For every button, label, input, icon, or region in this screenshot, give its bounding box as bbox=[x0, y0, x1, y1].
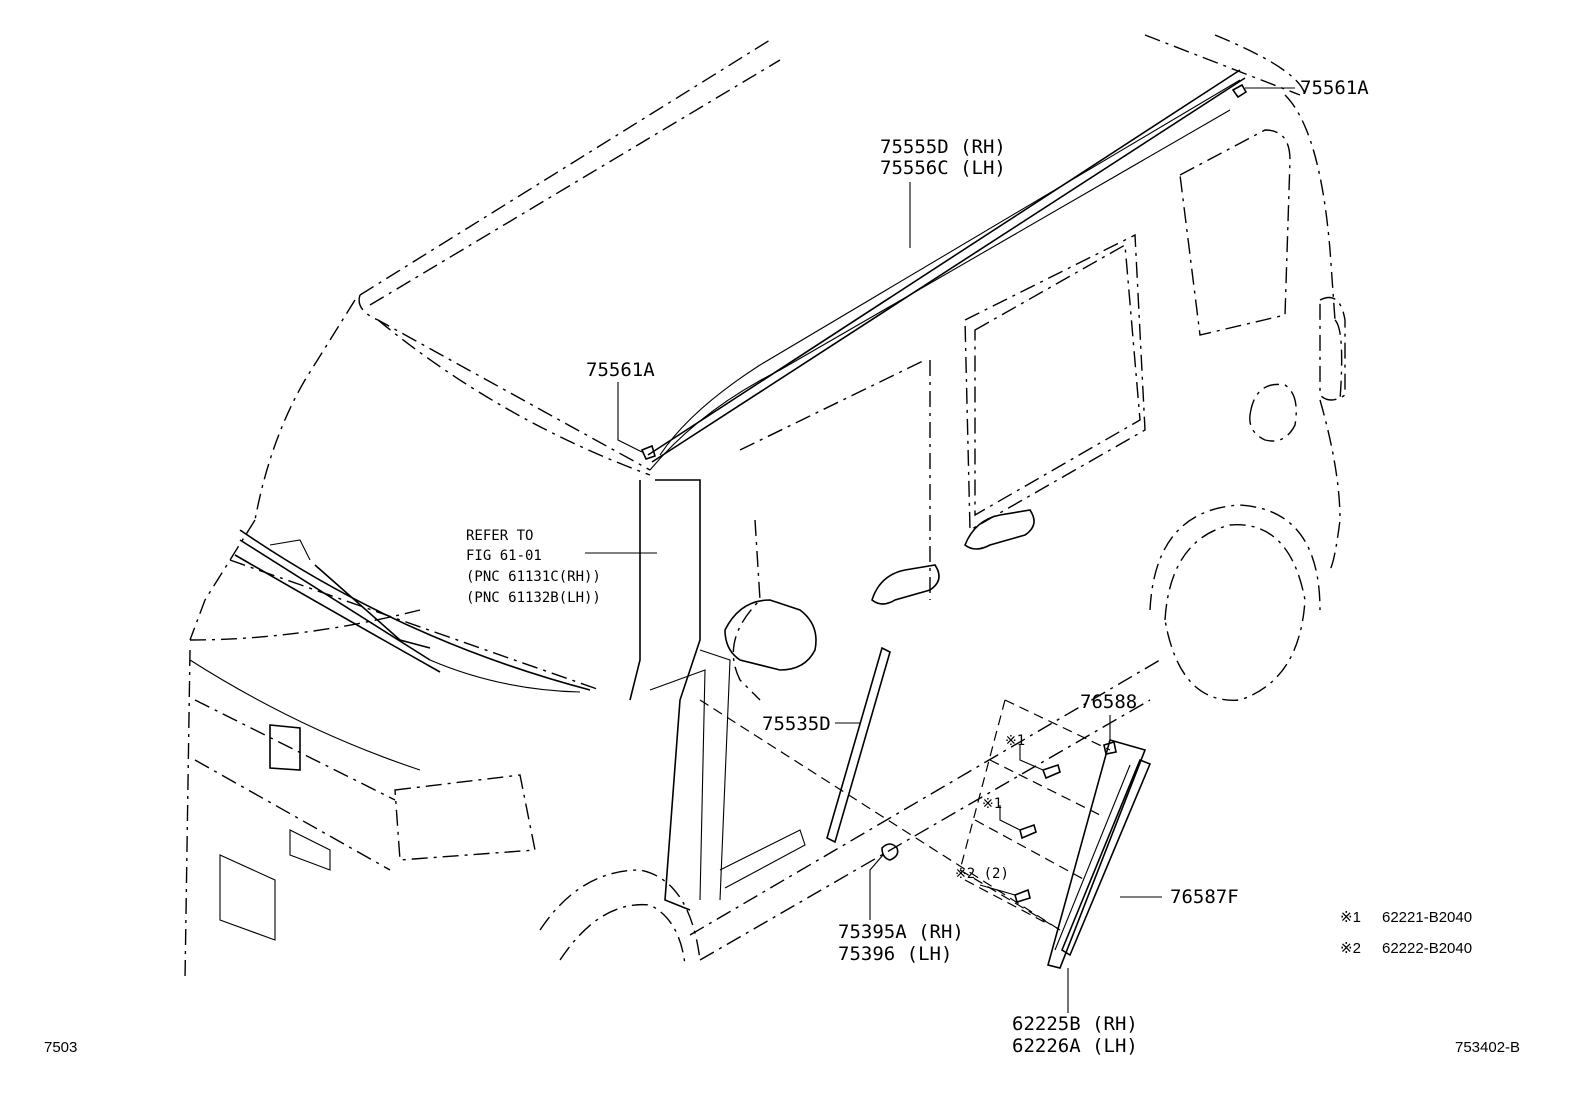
assembly-dashed-lines bbox=[699, 699, 1111, 931]
legend-item2-mark: ※2 bbox=[1340, 940, 1361, 957]
clip-icons bbox=[640, 83, 1248, 904]
label-refer-line1: REFER TO bbox=[466, 528, 533, 544]
roof-drip-molding bbox=[647, 69, 1246, 463]
legend: ※1 62221-B2040 ※2 62222-B2040 bbox=[1340, 909, 1472, 957]
label-nut-lh: 75396 (LH) bbox=[838, 943, 952, 965]
label-refer-line4: (PNC 61132B(LH)) bbox=[466, 590, 601, 606]
label-roof-molding-lh: 75556C (LH) bbox=[880, 157, 1006, 179]
label-clip-76588: 76588 bbox=[1080, 691, 1137, 713]
legend-item2-part: 62222-B2040 bbox=[1382, 940, 1472, 957]
label-refer-line3: (PNC 61131C(RH)) bbox=[466, 569, 601, 585]
label-clip-top-right: 75561A bbox=[1300, 77, 1369, 99]
footer-right-code: 753402-B bbox=[1455, 1039, 1520, 1056]
label-part-rh: 62225B (RH) bbox=[1012, 1013, 1138, 1035]
label-weatherstrip: 75535D bbox=[762, 713, 831, 735]
legend-item1-mark: ※1 bbox=[1340, 909, 1361, 926]
label-note2-a: ※2 (2) bbox=[955, 866, 1009, 882]
label-note1-b: ※1 bbox=[982, 796, 1002, 812]
label-part-lh: 62226A (LH) bbox=[1012, 1035, 1138, 1057]
footer-left-code: 7503 bbox=[44, 1039, 77, 1056]
weatherstrip-75535D bbox=[826, 646, 891, 844]
callout-labels: 75561A 75555D (RH) 75556C (LH) 75561A RE… bbox=[466, 77, 1369, 1057]
label-garnish: 76587F bbox=[1170, 886, 1239, 908]
label-nut-rh: 75395A (RH) bbox=[838, 921, 964, 943]
vehicle-phantom-outline bbox=[184, 34, 1346, 981]
garnish-76587F bbox=[1047, 739, 1152, 969]
label-refer-line2: FIG 61-01 bbox=[466, 548, 542, 564]
legend-item1-part: 62221-B2040 bbox=[1382, 909, 1472, 926]
label-note1-a: ※1 bbox=[1005, 733, 1025, 749]
label-roof-molding-rh: 75555D (RH) bbox=[880, 136, 1006, 158]
label-clip-front: 75561A bbox=[586, 359, 655, 381]
vehicle-details bbox=[189, 79, 1241, 941]
leader-lines bbox=[585, 87, 1295, 1013]
